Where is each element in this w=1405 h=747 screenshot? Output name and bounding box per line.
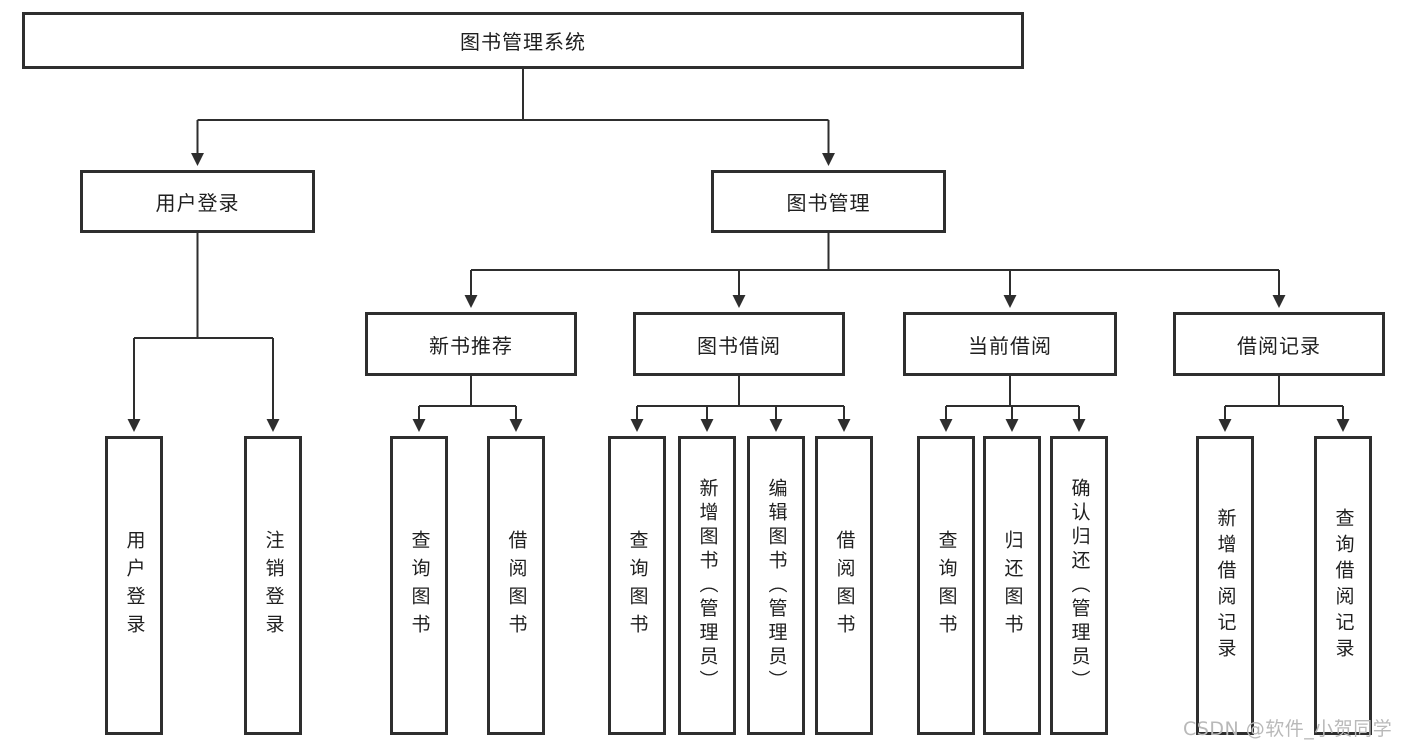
leaf-bb-add-books-admin: 新增图书（管理员） — [678, 436, 736, 735]
leaf-bb-edit-books-admin: 编辑图书（管理员） — [747, 436, 805, 735]
node-borrowing-records: 借阅记录 — [1173, 312, 1385, 376]
edge-book-borrow-branch — [637, 376, 844, 407]
edge-current-borrow-branch — [946, 376, 1079, 407]
edge-book-mgmt-branch — [471, 233, 1279, 271]
leaf-br-add-record: 新增借阅记录 — [1196, 436, 1254, 735]
node-book-borrowing: 图书借阅 — [633, 312, 845, 376]
leaf-cb-confirm-return-admin: 确认归还（管理员） — [1050, 436, 1108, 735]
leaf-user-login: 用户登录 — [105, 436, 163, 735]
csdn-watermark: CSDN @软件_小贺同学 — [1183, 718, 1393, 740]
node-book-management: 图书管理 — [711, 170, 946, 233]
node-current-borrowing: 当前借阅 — [903, 312, 1117, 376]
leaf-cb-query-books: 查询图书 — [917, 436, 975, 735]
leaf-nbr-query-books: 查询图书 — [390, 436, 448, 735]
leaf-nbr-borrow-books: 借阅图书 — [487, 436, 545, 735]
node-root-library-system: 图书管理系统 — [22, 12, 1024, 69]
edge-user-login-branch — [134, 233, 273, 339]
leaf-cb-return-books: 归还图书 — [983, 436, 1041, 735]
edge-borrow-records-branch — [1225, 376, 1343, 407]
edge-new-book-rec-branch — [419, 376, 516, 407]
leaf-bb-query-books: 查询图书 — [608, 436, 666, 735]
leaf-logout: 注销登录 — [244, 436, 302, 735]
node-user-login: 用户登录 — [80, 170, 315, 233]
node-new-book-recommendation: 新书推荐 — [365, 312, 577, 376]
leaf-bb-borrow-books: 借阅图书 — [815, 436, 873, 735]
leaf-br-query-record: 查询借阅记录 — [1314, 436, 1372, 735]
edge-root-branch — [197, 69, 829, 121]
